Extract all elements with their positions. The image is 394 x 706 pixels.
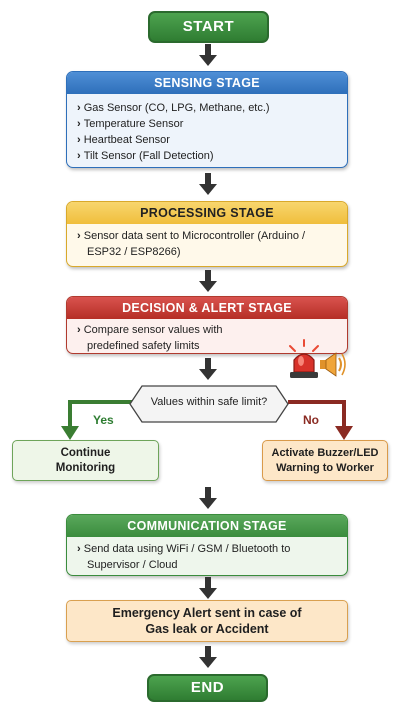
- arrow-down-icon: [199, 270, 217, 292]
- arrow-down-icon: [199, 577, 217, 599]
- sensing-items: Gas Sensor (CO, LPG, Methane, etc.) Temp…: [67, 94, 347, 167]
- activate-buzzer-box: Activate Buzzer/LED Warning to Worker: [262, 440, 388, 481]
- emergency-line2: Gas leak or Accident: [145, 622, 269, 636]
- decision-items: Compare sensor values with predefined sa…: [67, 319, 347, 353]
- arrow-down-icon: [199, 646, 217, 668]
- sensing-stage-title: SENSING STAGE: [67, 72, 347, 94]
- continue-line1: Continue: [60, 446, 111, 459]
- branch-connectors: [61, 400, 353, 440]
- decision-stage: DECISION & ALERT STAGE Compare sensor va…: [66, 296, 348, 354]
- arrow-down-icon: [199, 44, 217, 66]
- decision-stage-title: DECISION & ALERT STAGE: [67, 297, 347, 319]
- sensing-item: Heartbeat Sensor: [77, 132, 337, 148]
- buzzer-line2: Warning to Worker: [276, 461, 374, 474]
- processing-item: Sensor data sent to Microcontroller (Ard…: [77, 228, 337, 260]
- no-label: No: [303, 413, 319, 427]
- siren-icon: [289, 339, 346, 378]
- decision-item: Compare sensor values with predefined sa…: [77, 322, 277, 353]
- sensing-item: Gas Sensor (CO, LPG, Methane, etc.): [77, 100, 337, 116]
- emergency-alert-box: Emergency Alert sent in case of Gas leak …: [66, 600, 348, 642]
- arrow-down-icon: [199, 358, 217, 380]
- end-node: END: [147, 674, 268, 702]
- continue-line2: Monitoring: [55, 461, 116, 474]
- processing-stage: PROCESSING STAGE Sensor data sent to Mic…: [66, 201, 348, 267]
- sensing-item: Tilt Sensor (Fall Detection): [77, 148, 337, 164]
- communication-stage-title: COMMUNICATION STAGE: [67, 515, 347, 537]
- communication-item: Send data using WiFi / GSM / Bluetooth t…: [77, 541, 337, 573]
- start-node: START: [148, 11, 269, 43]
- yes-label: Yes: [93, 413, 114, 427]
- sensing-item: Temperature Sensor: [77, 116, 337, 132]
- emergency-line1: Emergency Alert sent in case of: [112, 606, 302, 620]
- arrow-down-icon: [199, 173, 217, 195]
- speaker-icon: [320, 352, 346, 377]
- arrow-down-icon: [199, 487, 217, 509]
- decision-diamond: [129, 385, 289, 423]
- communication-stage: COMMUNICATION STAGE Send data using WiFi…: [66, 514, 348, 576]
- start-label: START: [182, 18, 235, 35]
- decision-question: Values within safe limit?: [150, 396, 268, 408]
- buzzer-line1: Activate Buzzer/LED: [271, 446, 379, 459]
- processing-stage-title: PROCESSING STAGE: [67, 202, 347, 224]
- communication-items: Send data using WiFi / GSM / Bluetooth t…: [67, 537, 347, 575]
- end-label: END: [190, 679, 225, 696]
- sensing-stage: SENSING STAGE Gas Sensor (CO, LPG, Metha…: [66, 71, 348, 168]
- processing-items: Sensor data sent to Microcontroller (Ard…: [67, 224, 347, 266]
